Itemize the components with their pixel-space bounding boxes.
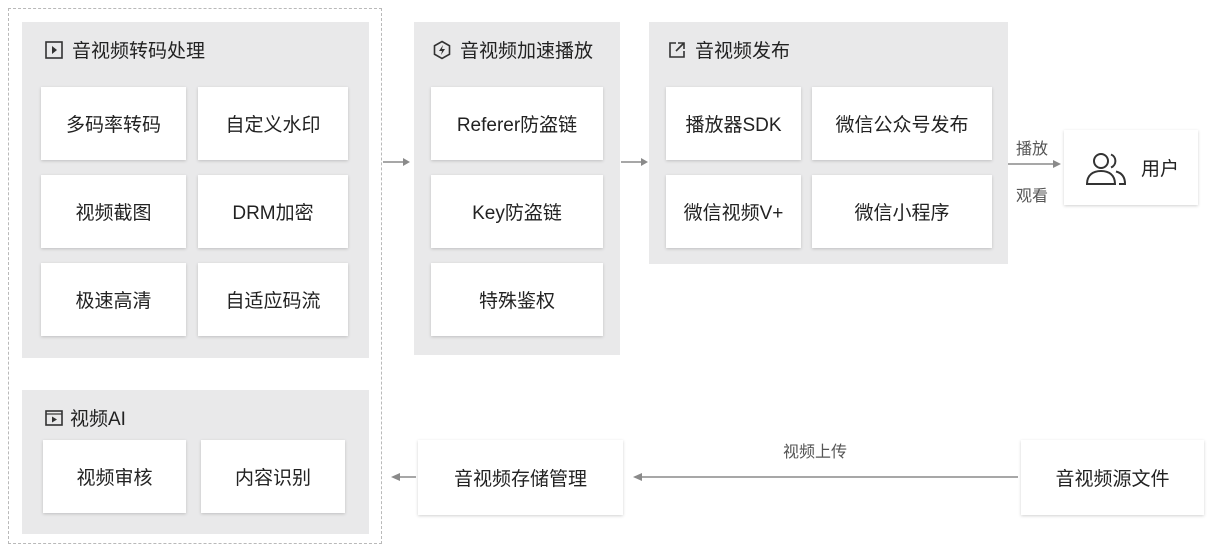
card-publish-4: 微信小程序 [812, 175, 992, 248]
user-box: 用户 [1064, 130, 1198, 205]
card-accel-2: Key防盗链 [431, 175, 603, 248]
arrow-transcode-to-accel [383, 158, 410, 166]
card-label: 多码率转码 [65, 115, 161, 136]
card-transcode-2: 自定义水印 [198, 87, 348, 160]
edge-label-upload: 视频上传 [783, 444, 848, 461]
video-frame-icon [45, 409, 63, 426]
panel-publish-title-text: 音视频发布 [695, 41, 791, 62]
panel-transcode-title: 音视频转码处理 [44, 36, 205, 63]
card-label: 极速高清 [75, 291, 152, 312]
card-label: 视频截图 [75, 203, 152, 224]
speed-hexagon-icon [433, 40, 451, 59]
card-transcode-3: 视频截图 [41, 175, 186, 248]
card-label: 自适应码流 [225, 291, 321, 312]
panel-transcode-title-text: 音视频转码处理 [72, 41, 206, 62]
arrow-storage-to-ai [391, 473, 416, 481]
card-label: 视频审核 [76, 468, 153, 489]
user-label: 用户 [1140, 159, 1179, 180]
card-label: 微信视频V+ [683, 203, 784, 224]
card-accel-3: 特殊鉴权 [431, 263, 603, 336]
card-transcode-5: 极速高清 [41, 263, 186, 336]
card-transcode-1: 多码率转码 [41, 87, 186, 160]
card-ai-2: 内容识别 [201, 440, 345, 513]
card-label: Key防盗链 [472, 203, 562, 224]
card-publish-1: 播放器SDK [666, 87, 801, 160]
panel-accel-title: 音视频加速播放 [432, 36, 593, 63]
arrow-accel-to-publish [621, 158, 648, 166]
edge-label-watch: 观看 [1016, 188, 1049, 205]
dashed-frame [8, 8, 382, 544]
source-box: 音视频源文件 [1021, 440, 1204, 515]
panel-accel-title-text: 音视频加速播放 [460, 41, 594, 62]
panel-ai-title: 视频AI [44, 404, 126, 431]
card-label: 微信小程序 [854, 203, 950, 224]
arrow-source-to-storage [633, 473, 1018, 481]
card-transcode-4: DRM加密 [198, 175, 348, 248]
users-icon [1085, 152, 1126, 185]
card-label: 微信公众号发布 [835, 115, 969, 136]
card-publish-3: 微信视频V+ [666, 175, 801, 248]
card-label: 特殊鉴权 [478, 291, 555, 312]
panel-publish-title: 音视频发布 [667, 36, 790, 63]
card-transcode-6: 自适应码流 [198, 263, 348, 336]
card-label: DRM加密 [232, 203, 314, 224]
share-external-icon [669, 41, 685, 58]
card-label: Referer防盗链 [456, 115, 578, 136]
card-label: 内容识别 [234, 468, 311, 489]
card-label: 播放器SDK [685, 115, 782, 136]
card-accel-1: Referer防盗链 [431, 87, 603, 160]
card-ai-1: 视频审核 [43, 440, 186, 513]
card-publish-2: 微信公众号发布 [812, 87, 992, 160]
storage-box: 音视频存储管理 [418, 440, 623, 515]
panel-ai-title-text: 视频AI [70, 409, 126, 430]
storage-label: 音视频存储管理 [453, 469, 587, 490]
arrow-publish-to-user [1008, 160, 1061, 168]
edge-label-play: 播放 [1016, 141, 1049, 158]
play-square-icon [45, 40, 63, 59]
card-label: 自定义水印 [225, 115, 321, 136]
source-label: 音视频源文件 [1055, 469, 1170, 490]
